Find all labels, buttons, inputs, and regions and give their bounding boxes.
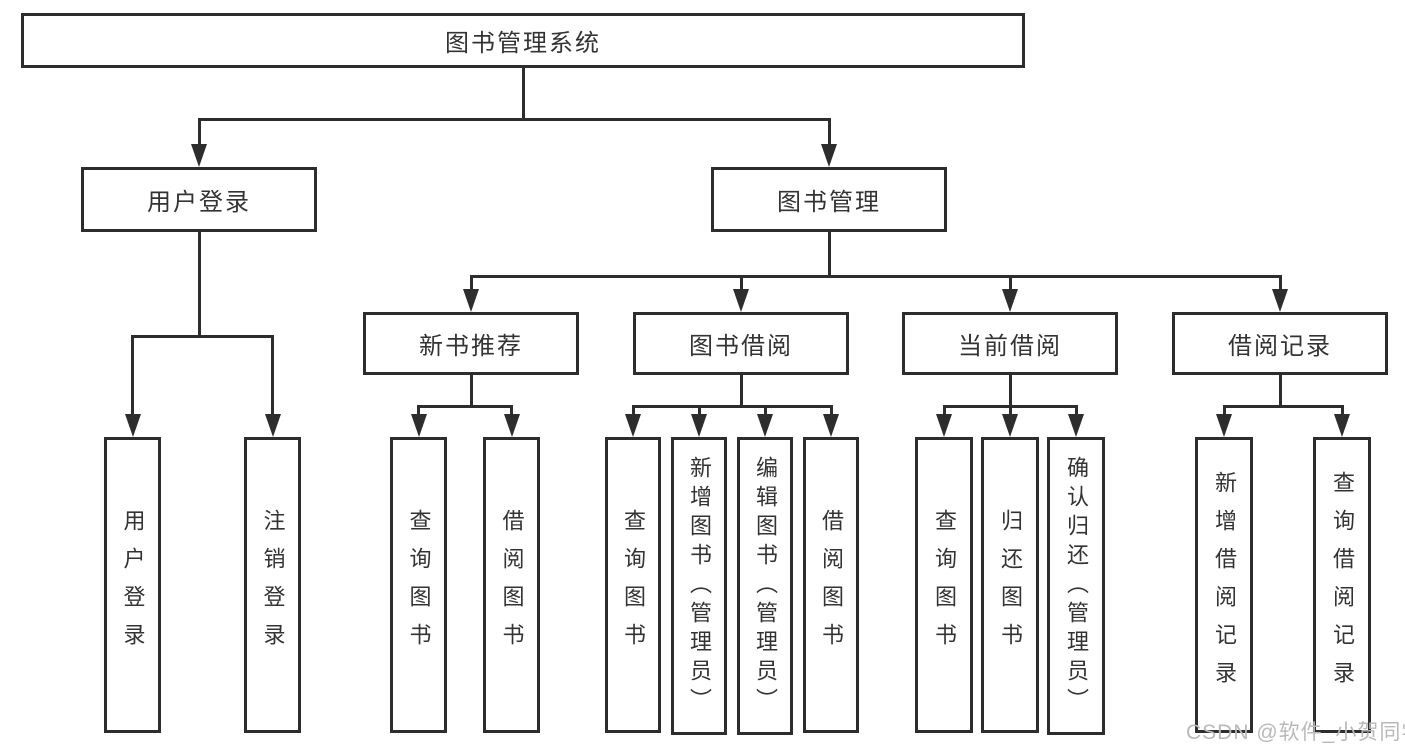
connector-line xyxy=(469,275,473,293)
connector-line xyxy=(631,405,833,408)
node-new-book-recommend: 新书推荐 xyxy=(363,312,579,375)
node-current-borrow: 当前借阅 xyxy=(902,312,1118,375)
connector-arrow-down xyxy=(503,414,520,437)
connector-line xyxy=(697,405,701,417)
connector-line xyxy=(827,118,831,150)
node-borrow-record: 借阅记录 xyxy=(1172,312,1388,375)
connector-arrow-down xyxy=(821,144,837,167)
connector-line xyxy=(469,375,473,405)
connector-line xyxy=(521,68,525,120)
leaf-current-confirm-return-admin: 确认归还（管理员） xyxy=(1047,437,1105,735)
connector-arrow-down xyxy=(264,414,281,437)
connector-line xyxy=(942,405,946,417)
connector-arrow-down xyxy=(463,289,479,312)
node-book-borrow: 图书借阅 xyxy=(633,312,849,375)
node-book-management: 图书管理 xyxy=(711,167,947,232)
leaf-borrow-edit-book-admin: 编辑图书（管理员） xyxy=(737,437,793,735)
connector-line xyxy=(1278,275,1282,293)
connector-line xyxy=(739,275,743,293)
connector-arrow-down xyxy=(936,414,952,437)
connector-arrow-down xyxy=(1002,414,1018,437)
connector-line xyxy=(1222,405,1344,408)
leaf-newbook-query-book: 查询图书 xyxy=(390,437,447,733)
connector-line xyxy=(131,335,134,415)
connector-arrow-down xyxy=(691,414,707,437)
connector-line xyxy=(763,405,767,417)
node-library-system: 图书管理系统 xyxy=(21,13,1025,68)
connector-arrow-down xyxy=(625,414,641,437)
connector-arrow-down xyxy=(757,414,773,437)
leaf-logout: 注销登录 xyxy=(244,437,301,733)
connector-arrow-down xyxy=(1216,414,1232,437)
connector-line xyxy=(1222,405,1226,417)
connector-arrow-down xyxy=(1334,414,1350,437)
connector-line xyxy=(1074,405,1078,417)
leaf-record-add-borrow-record: 新增借阅记录 xyxy=(1195,437,1253,733)
leaf-borrow-borrow-book: 借阅图书 xyxy=(803,437,859,733)
connector-line xyxy=(1008,375,1012,405)
connector-line xyxy=(631,405,635,417)
connector-line xyxy=(197,118,201,150)
connector-line xyxy=(271,335,274,415)
connector-line xyxy=(417,405,513,408)
leaf-newbook-borrow-book: 借阅图书 xyxy=(483,437,540,733)
leaf-current-return-book: 归还图书 xyxy=(981,437,1039,733)
connector-line xyxy=(829,405,833,417)
node-user-login: 用户登录 xyxy=(81,167,317,232)
leaf-current-query-book: 查询图书 xyxy=(915,437,973,733)
leaf-borrow-query-book: 查询图书 xyxy=(605,437,661,733)
connector-line xyxy=(1278,375,1282,405)
connector-line xyxy=(827,232,831,275)
connector-line xyxy=(1008,275,1012,293)
connector-arrow-down xyxy=(733,289,749,312)
connector-line xyxy=(469,275,1281,278)
connector-line xyxy=(1340,405,1344,417)
connector-line xyxy=(510,405,513,417)
connector-arrow-down xyxy=(1272,289,1288,312)
connector-line xyxy=(131,335,274,338)
connector-line xyxy=(197,118,831,121)
csdn-watermark: CSDN @软件_小贺同学 xyxy=(1186,721,1405,744)
connector-arrow-down xyxy=(191,144,207,167)
connector-arrow-down xyxy=(1068,414,1084,437)
connector-arrow-down xyxy=(823,414,839,437)
connector-arrow-down xyxy=(1002,289,1018,312)
connector-arrow-down xyxy=(124,414,141,437)
connector-line xyxy=(1008,405,1012,417)
leaf-user-login: 用户登录 xyxy=(104,437,161,733)
leaf-record-query-borrow-record: 查询借阅记录 xyxy=(1313,437,1371,733)
leaf-borrow-add-book-admin: 新增图书（管理员） xyxy=(671,437,727,735)
connector-line xyxy=(197,232,201,335)
connector-line xyxy=(739,375,743,405)
connector-line xyxy=(417,405,420,417)
connector-arrow-down xyxy=(410,414,427,437)
